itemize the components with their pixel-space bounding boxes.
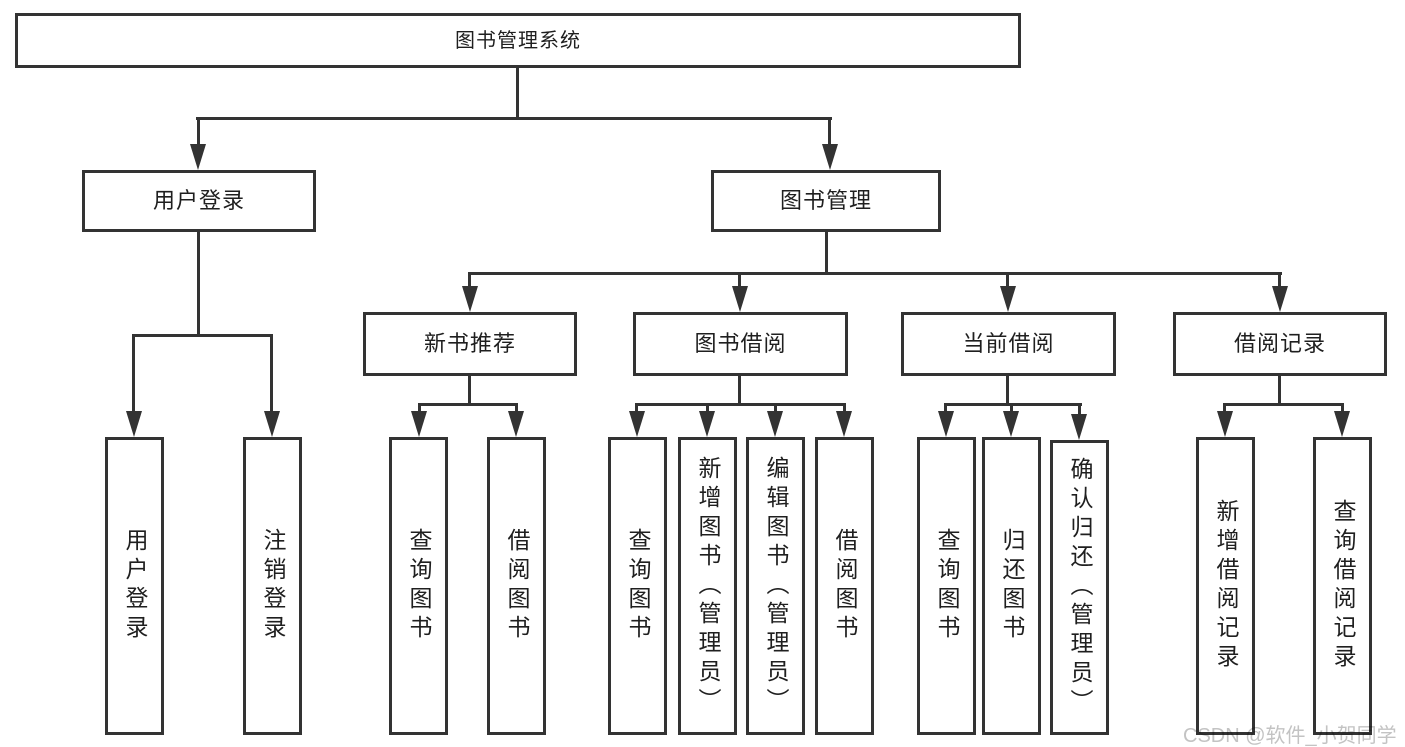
connector-level2-rail xyxy=(196,117,832,120)
node-current-borrow-label: 当前借阅 xyxy=(962,331,1055,356)
arrowhead-login xyxy=(126,411,142,437)
node-borrow-records: 借阅记录 xyxy=(1173,312,1387,376)
connector-stem-bb-query xyxy=(635,403,638,413)
node-user-login-label: 用户登录 xyxy=(152,188,245,213)
leaf-bb-edit-books-admin-label: 编辑图书（管理员） xyxy=(763,455,789,717)
leaf-bb-edit-books-admin: 编辑图书（管理员） xyxy=(746,437,805,735)
connector-new-book-trunk xyxy=(468,376,471,405)
connector-book-borrow-trunk xyxy=(738,376,741,405)
connector-stem-bb-edit xyxy=(774,403,777,413)
connector-stem-cb-query xyxy=(944,403,947,413)
node-user-login: 用户登录 xyxy=(82,170,316,232)
connector-new-book-rail xyxy=(418,403,518,406)
connector-stem-nb-query xyxy=(418,403,421,413)
arrowhead-cb-confirm xyxy=(1071,414,1087,440)
connector-borrow-records-trunk xyxy=(1278,376,1281,405)
node-borrow-records-label: 借阅记录 xyxy=(1233,331,1326,356)
node-root-label: 图书管理系统 xyxy=(455,29,581,52)
connector-root-trunk xyxy=(516,68,519,120)
connector-stem-logout xyxy=(270,334,273,413)
connector-stem-rec-add xyxy=(1223,403,1226,413)
leaf-bb-add-books-admin: 新增图书（管理员） xyxy=(678,437,737,735)
connector-stem-login xyxy=(132,334,135,413)
leaf-nb-query-books-label: 查询图书 xyxy=(406,528,432,644)
arrowhead-book-borrow xyxy=(732,286,748,312)
arrowhead-nb-borrow xyxy=(508,411,524,437)
leaf-rec-add-record: 新增借阅记录 xyxy=(1196,437,1255,735)
leaf-logout-label: 注销登录 xyxy=(260,528,286,644)
leaf-cb-return-books: 归还图书 xyxy=(982,437,1041,735)
connector-current-borrow-trunk xyxy=(1006,376,1009,405)
arrowhead-bb-edit xyxy=(767,411,783,437)
leaf-nb-borrow-books-label: 借阅图书 xyxy=(504,528,530,644)
connector-level3-rail xyxy=(468,272,1282,275)
node-new-book-recommend-label: 新书推荐 xyxy=(423,331,516,356)
connector-borrow-records-rail xyxy=(1223,403,1344,406)
connector-stem-current-borrow xyxy=(1006,272,1009,290)
arrowhead-user-login xyxy=(190,144,206,170)
arrowhead-bb-add xyxy=(699,411,715,437)
node-root: 图书管理系统 xyxy=(15,13,1021,68)
arrowhead-book-management xyxy=(822,144,838,170)
connector-user-login-trunk xyxy=(197,232,200,336)
leaf-cb-confirm-return-admin-label: 确认归还（管理员） xyxy=(1067,457,1093,718)
arrowhead-cb-return xyxy=(1003,411,1019,437)
connector-stem-user-login xyxy=(197,117,200,146)
node-book-management-label: 图书管理 xyxy=(779,188,872,213)
connector-stem-bb-borrow xyxy=(843,403,846,413)
connector-stem-borrow-records xyxy=(1278,272,1281,290)
connector-stem-cb-confirm xyxy=(1078,403,1081,415)
leaf-logout: 注销登录 xyxy=(243,437,302,735)
arrowhead-bb-query xyxy=(629,411,645,437)
leaf-bb-query-books-label: 查询图书 xyxy=(625,528,651,644)
node-book-borrow: 图书借阅 xyxy=(633,312,848,376)
leaf-cb-return-books-label: 归还图书 xyxy=(999,528,1025,644)
leaf-bb-add-books-admin-label: 新增图书（管理员） xyxy=(695,455,721,717)
node-new-book-recommend: 新书推荐 xyxy=(363,312,577,376)
leaf-bb-query-books: 查询图书 xyxy=(608,437,667,735)
arrowhead-current-borrow xyxy=(1000,286,1016,312)
leaf-nb-borrow-books: 借阅图书 xyxy=(487,437,546,735)
connector-book-management-trunk xyxy=(825,232,828,275)
connector-stem-new-book xyxy=(468,272,471,290)
connector-stem-book-borrow xyxy=(738,272,741,290)
node-book-management: 图书管理 xyxy=(711,170,941,232)
arrowhead-cb-query xyxy=(938,411,954,437)
leaf-bb-borrow-books-label: 借阅图书 xyxy=(832,528,858,644)
arrowhead-new-book xyxy=(462,286,478,312)
leaf-cb-confirm-return-admin: 确认归还（管理员） xyxy=(1050,440,1109,735)
connector-book-borrow-rail xyxy=(635,403,846,406)
connector-stem-bb-add xyxy=(706,403,709,413)
leaf-bb-borrow-books: 借阅图书 xyxy=(815,437,874,735)
arrowhead-logout xyxy=(264,411,280,437)
connector-stem-book-management xyxy=(828,117,831,146)
connector-stem-nb-borrow xyxy=(515,403,518,413)
leaf-user-login: 用户登录 xyxy=(105,437,164,735)
arrowhead-borrow-records xyxy=(1272,286,1288,312)
leaf-rec-query-record-label: 查询借阅记录 xyxy=(1330,499,1356,673)
arrowhead-rec-query xyxy=(1334,411,1350,437)
leaf-nb-query-books: 查询图书 xyxy=(389,437,448,735)
node-book-borrow-label: 图书借阅 xyxy=(694,331,787,356)
arrowhead-bb-borrow xyxy=(836,411,852,437)
leaf-cb-query-books-label: 查询图书 xyxy=(934,528,960,644)
connector-user-login-rail xyxy=(132,334,273,337)
arrowhead-rec-add xyxy=(1217,411,1233,437)
connector-stem-rec-query xyxy=(1341,403,1344,413)
leaf-rec-add-record-label: 新增借阅记录 xyxy=(1213,499,1239,673)
leaf-user-login-label: 用户登录 xyxy=(122,528,148,644)
csdn-watermark: CSDN @软件_小贺同学 xyxy=(1183,725,1397,747)
node-current-borrow: 当前借阅 xyxy=(901,312,1116,376)
arrowhead-nb-query xyxy=(411,411,427,437)
connector-current-borrow-rail xyxy=(944,403,1082,406)
leaf-cb-query-books: 查询图书 xyxy=(917,437,976,735)
leaf-rec-query-record: 查询借阅记录 xyxy=(1313,437,1372,735)
connector-stem-cb-return xyxy=(1010,403,1013,413)
